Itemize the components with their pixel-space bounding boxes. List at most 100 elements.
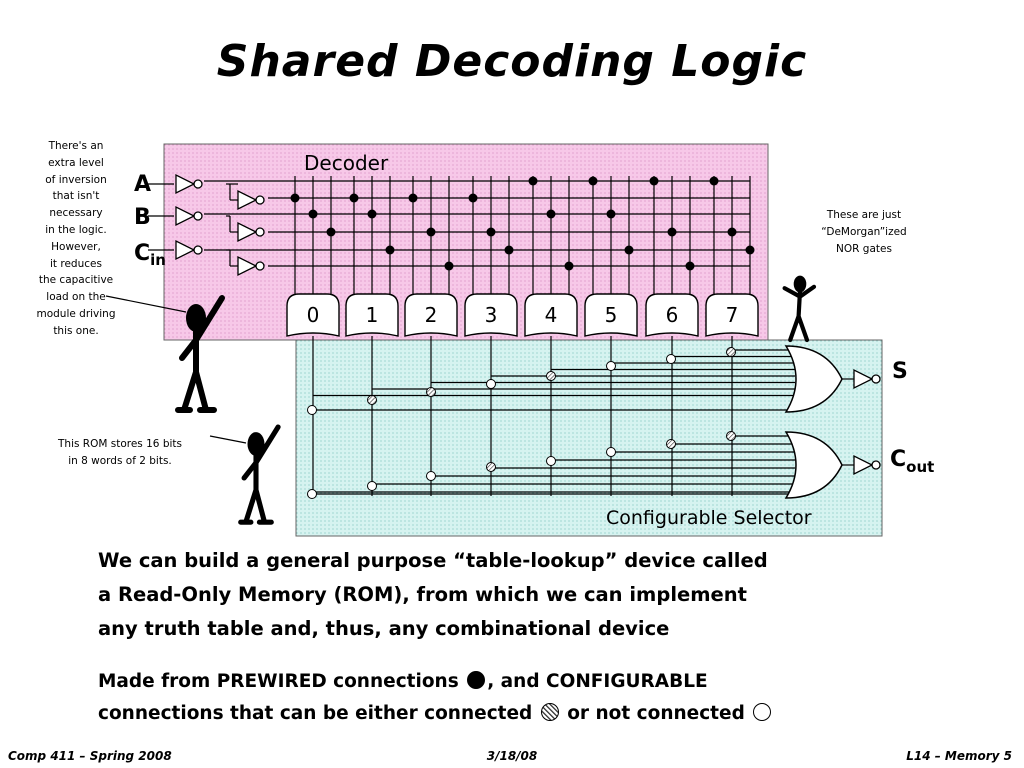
figure-head bbox=[247, 432, 265, 456]
connected-dot bbox=[367, 395, 377, 405]
selector-box bbox=[295, 339, 883, 537]
stick-figure-demorgan bbox=[782, 275, 817, 343]
inversion-bubble bbox=[255, 261, 265, 271]
prewired-dot bbox=[709, 176, 719, 186]
gate-number: 1 bbox=[366, 303, 379, 327]
input-a-label: A bbox=[134, 172, 151, 197]
circuit-lines bbox=[105, 176, 854, 496]
connected-dot-icon bbox=[540, 703, 559, 721]
note-inversion-line: of inversion bbox=[45, 173, 107, 186]
inversion-bubble bbox=[193, 211, 203, 221]
and-gate bbox=[345, 293, 399, 337]
bullet1-line: a Read-Only Memory (ROM), from which we … bbox=[98, 583, 747, 606]
prewired-dot bbox=[349, 193, 359, 203]
prewired-dot bbox=[685, 261, 695, 271]
open-dot bbox=[486, 379, 496, 389]
bullet2-line1: Made from PREWIRED connections , and CON… bbox=[98, 666, 918, 698]
prewired-dot bbox=[468, 193, 478, 203]
figure-body bbox=[782, 284, 817, 343]
prewired-dot bbox=[426, 227, 436, 237]
note-rom-line: This ROM stores 16 bits bbox=[58, 438, 182, 450]
note-inversion-line: necessary bbox=[49, 207, 103, 220]
bullet2-line2: connections that can be either connected… bbox=[98, 698, 918, 730]
output-cout-label: Cout bbox=[890, 447, 934, 476]
prewired-dot bbox=[624, 245, 634, 255]
open-dot bbox=[546, 456, 556, 466]
open-dot bbox=[367, 481, 377, 491]
stick-figures bbox=[175, 275, 817, 525]
prewired-dot bbox=[486, 227, 496, 237]
page-title: Shared Decoding Logic bbox=[216, 36, 808, 87]
inversion-bubble bbox=[255, 195, 265, 205]
and-gate bbox=[584, 293, 638, 337]
gate-number: 4 bbox=[545, 303, 558, 327]
prewired-dot bbox=[667, 227, 677, 237]
note-rom-line: in 8 words of 2 bits. bbox=[68, 455, 172, 467]
and-gate bbox=[404, 293, 458, 337]
prewired-dot bbox=[606, 209, 616, 219]
prewired-dot bbox=[385, 245, 395, 255]
prewired-dot bbox=[326, 227, 336, 237]
prewired-dot bbox=[727, 227, 737, 237]
bullet2-text: , and CONFIGURABLE bbox=[487, 671, 708, 692]
figure-head bbox=[793, 275, 807, 293]
figure-head bbox=[186, 304, 206, 332]
note-inversion-line: that isn't bbox=[52, 190, 100, 203]
prewired-dot bbox=[444, 261, 454, 271]
open-dot bbox=[426, 471, 436, 481]
gate-number: 3 bbox=[485, 303, 498, 327]
open-dot bbox=[307, 405, 317, 415]
or-gate bbox=[784, 431, 843, 499]
prewired-dot bbox=[528, 176, 538, 186]
gate-number: 2 bbox=[425, 303, 438, 327]
gate-number: 6 bbox=[666, 303, 679, 327]
bullet2-text: or not connected bbox=[567, 703, 745, 724]
prewired-dot bbox=[408, 193, 418, 203]
bullet1-line: We can build a general purpose “table-lo… bbox=[98, 549, 768, 572]
prewired-dot bbox=[367, 209, 377, 219]
stick-figure-pointing bbox=[175, 295, 225, 413]
inversion-bubble bbox=[193, 179, 203, 189]
open-dot bbox=[606, 361, 616, 371]
figure-body bbox=[238, 424, 281, 525]
prewired-dot bbox=[564, 261, 574, 271]
note-demorgan-line: “DeMorgan”ized bbox=[821, 226, 907, 238]
note-demorgan-line: NOR gates bbox=[836, 243, 892, 255]
connection-dots bbox=[290, 176, 755, 499]
footer-page: L14 – Memory 5 bbox=[906, 749, 1012, 763]
and-gate bbox=[705, 293, 759, 337]
connected-dot bbox=[726, 431, 736, 441]
note-inversion-line: There's an bbox=[48, 140, 104, 152]
buffer-gate bbox=[237, 221, 258, 243]
prewired-dot bbox=[308, 209, 318, 219]
output-inverter bbox=[853, 368, 874, 390]
note-inversion-line: this one. bbox=[53, 324, 99, 337]
connected-dot bbox=[486, 462, 496, 472]
gate-number: 5 bbox=[605, 303, 618, 327]
figure-body bbox=[175, 295, 225, 413]
inversion-bubble bbox=[871, 374, 881, 384]
note-inversion-line: load on the bbox=[46, 291, 106, 304]
note-demorgan-line: These are just bbox=[826, 209, 902, 221]
connected-dot bbox=[426, 387, 436, 397]
buffer-gate bbox=[175, 205, 196, 227]
prewired-dot-icon bbox=[467, 671, 486, 689]
and-gate bbox=[645, 293, 699, 337]
unconnected-dot-icon bbox=[753, 703, 772, 721]
leader-line bbox=[209, 435, 247, 444]
open-dot bbox=[606, 447, 616, 457]
footer-date: 3/18/08 bbox=[486, 749, 538, 763]
connected-dot bbox=[666, 439, 676, 449]
note-rom-bits: This ROM stores 16 bits in 8 words of 2 b… bbox=[34, 436, 206, 470]
open-dot bbox=[666, 354, 676, 364]
leader-line bbox=[105, 295, 187, 313]
prewired-dot bbox=[649, 176, 659, 186]
open-dot bbox=[307, 489, 317, 499]
buffer-gate bbox=[237, 189, 258, 211]
stick-figure-rom bbox=[238, 424, 281, 525]
decoder-label: Decoder bbox=[304, 151, 389, 175]
or-gate bbox=[784, 345, 843, 413]
